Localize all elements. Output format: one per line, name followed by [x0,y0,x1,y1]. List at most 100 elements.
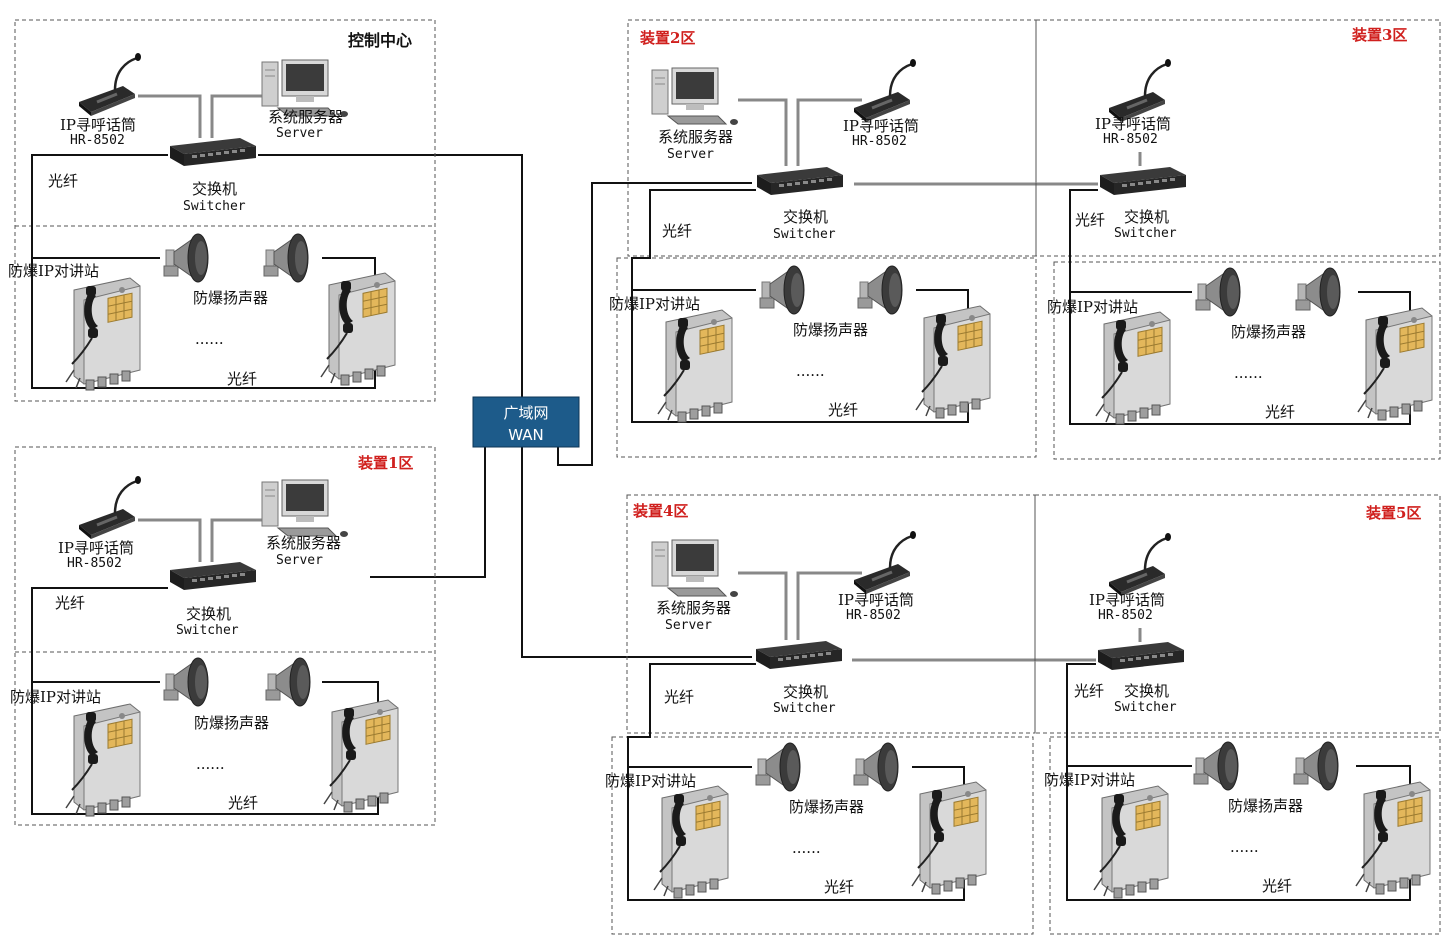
zone-device-4: 装置4区 IP寻呼话筒 HR-8502 系统服务器 Server 交换机 Swi… [605,494,1096,935]
lan-links [738,98,862,166]
speaker-label: 防爆扬声器 [1231,323,1306,341]
intercom-station-icon [323,699,399,813]
fiber-label: 光纤 [1265,403,1295,421]
speaker-icon [1295,267,1341,317]
server-label-en: Server [276,553,323,568]
switch-label: 交换机 [783,683,828,701]
intercom-label: 防爆IP对讲站 [1044,771,1135,789]
microphone-label: IP寻呼话筒 [60,116,136,134]
microphone-model: HR-8502 [70,133,125,148]
fiber-label: 光纤 [664,688,694,706]
server-icon [651,67,739,126]
zone-border [14,446,436,826]
server-label-en: Server [667,147,714,162]
server-icon [651,539,739,598]
intercom-station-icon [657,309,733,423]
ellipsis: ······ [792,843,821,861]
ellipsis: ······ [196,759,225,777]
intercom-station-icon [65,703,141,817]
server-label: 系统服务器 [658,128,733,146]
switch-label: 交换机 [1124,682,1169,700]
microphone-model: HR-8502 [1098,608,1153,623]
zone-device-5: 装置5区 IP寻呼话筒 HR-8502 交换机 Switcher 光纤 防爆IP… [1034,494,1441,935]
speaker-icon [755,742,801,792]
zone-device-3: 装置3区 IP寻呼话筒 HR-8502 交换机 Switcher 光纤 防爆IP… [1035,19,1441,460]
wan-trunk-lines [258,154,752,658]
switch-label-en: Switcher [773,227,836,242]
speaker-icon [759,265,805,315]
wan-label-cn: 广域网 [503,404,548,422]
microphone-icon [77,51,143,118]
intercom-label: 防爆IP对讲站 [1047,298,1138,316]
switch-icon [757,167,843,195]
microphone-label: IP寻呼话筒 [843,117,919,135]
intercom-label: 防爆IP对讲站 [605,772,696,790]
zone-title: 装置5区 [1365,504,1421,522]
fiber-ring [1069,189,1411,425]
speaker-icon [853,742,899,792]
speaker-icon [163,233,209,283]
speaker-icon [263,233,309,283]
intercom-station-icon [911,781,987,895]
intercom-label: 防爆IP对讲站 [8,262,99,280]
zone-border [626,494,1036,734]
zone-lower-border [611,736,1034,935]
microphone-label: IP寻呼话筒 [58,539,134,557]
zone-title: 控制中心 [348,31,412,50]
intercom-station-icon [1093,785,1169,899]
microphone-icon [852,57,918,124]
intercom-station-icon [653,785,729,899]
lan-links [138,94,275,138]
switch-label-en: Switcher [1114,226,1177,241]
switch-label: 交换机 [783,208,828,226]
microphone-icon [77,474,143,541]
fiber-label: 光纤 [824,878,854,896]
intercom-station-icon [65,277,141,391]
fiber-label: 光纤 [55,594,85,612]
microphone-icon [852,529,918,596]
ellipsis: ······ [1230,842,1259,860]
intercom-station-icon [1357,307,1433,421]
switch-icon [1100,167,1186,195]
switch-label: 交换机 [192,180,237,198]
server-label: 系统服务器 [656,599,731,617]
lan-links [738,571,862,640]
fiber-ring [31,587,379,815]
microphone-label: IP寻呼话筒 [838,591,914,609]
switch-label-en: Switcher [176,623,239,638]
intercom-label: 防爆IP对讲站 [609,295,700,313]
switch-icon [170,138,256,166]
zone-title: 装置2区 [639,29,695,47]
speaker-icon [163,657,209,707]
zone-control-center: 控制中心 IP寻呼话筒 HR-8502 系统服务器 Server 交换机 Swi… [8,19,436,402]
fiber-label: 光纤 [227,370,257,388]
fiber-label: 光纤 [1262,877,1292,895]
server-icon [261,479,349,538]
switch-icon [170,562,256,590]
server-label: 系统服务器 [268,108,343,126]
fiber-label: 光纤 [1074,682,1104,700]
intercom-station-icon [320,272,396,386]
microphone-model: HR-8502 [852,134,907,149]
switch-label-en: Switcher [183,199,246,214]
microphone-icon [1107,531,1173,598]
switch-icon [1098,642,1184,670]
speaker-icon [1293,741,1339,791]
wan-box: 广域网 WAN [472,396,580,448]
switch-label-en: Switcher [773,701,836,716]
speaker-label: 防爆扬声器 [793,321,868,339]
ellipsis: ······ [195,334,224,352]
zone-border [1035,19,1441,257]
speaker-icon [857,265,903,315]
microphone-icon [1107,57,1173,124]
intercom-station-icon [1355,781,1431,895]
ellipsis: ······ [796,366,825,384]
server-label-en: Server [276,126,323,141]
speaker-icon [265,657,311,707]
microphone-model: HR-8502 [67,556,122,571]
server-label: 系统服务器 [266,534,341,552]
fiber-label: 光纤 [1075,211,1105,229]
lan-links [138,518,275,562]
speaker-label: 防爆扬声器 [193,289,268,307]
